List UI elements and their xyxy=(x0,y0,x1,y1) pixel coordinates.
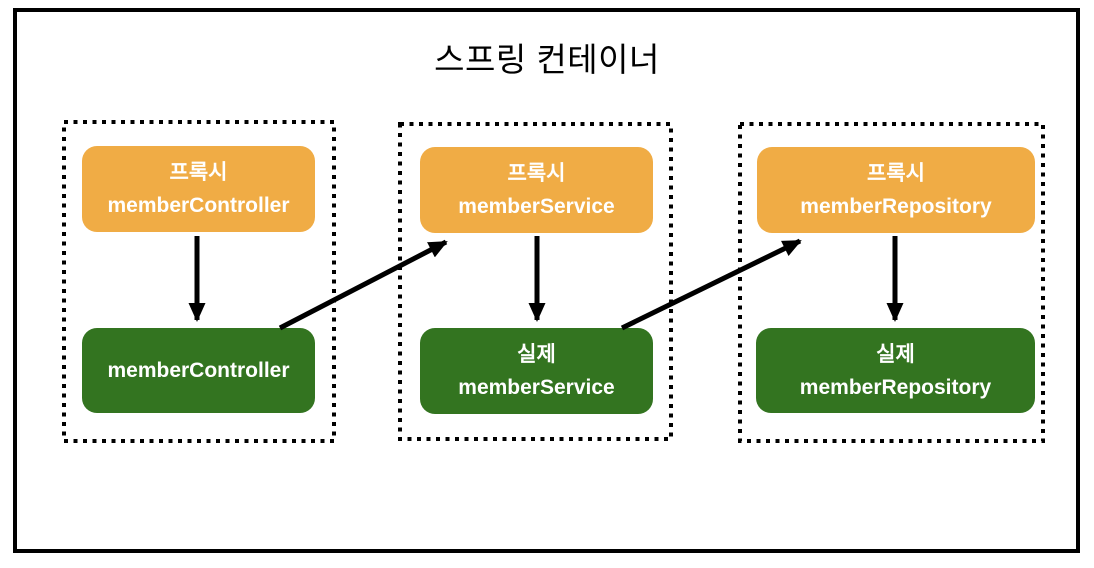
proxy-member-repository-label: memberRepository xyxy=(800,195,992,218)
real-member-service-box: 실제 memberService xyxy=(420,328,653,414)
spring-container-frame xyxy=(13,8,1080,553)
proxy-member-repository-box: 프록시 memberRepository xyxy=(757,147,1035,233)
real-member-service-label-kr: 실제 xyxy=(517,343,556,366)
real-member-controller-label: memberController xyxy=(107,359,290,382)
diagram-title: 스프링 컨테이너 xyxy=(434,41,660,78)
proxy-member-controller-label-kr: 프록시 xyxy=(169,161,228,184)
real-member-repository-label-kr: 실제 xyxy=(876,342,915,366)
proxy-member-controller-box: 프록시 memberController xyxy=(82,146,315,232)
proxy-member-service-box: 프록시 memberService xyxy=(420,147,653,233)
real-member-repository-label: memberRepository xyxy=(799,375,992,399)
proxy-member-service-label: memberService xyxy=(458,195,615,218)
real-member-repository-box: 실제 memberRepository xyxy=(756,328,1035,413)
proxy-member-controller-label: memberController xyxy=(107,194,290,217)
real-member-service-label: memberService xyxy=(458,376,615,399)
real-member-controller-box: memberController xyxy=(82,328,315,413)
proxy-member-service-label-kr: 프록시 xyxy=(507,162,566,185)
proxy-member-repository-label-kr: 프록시 xyxy=(867,162,925,185)
